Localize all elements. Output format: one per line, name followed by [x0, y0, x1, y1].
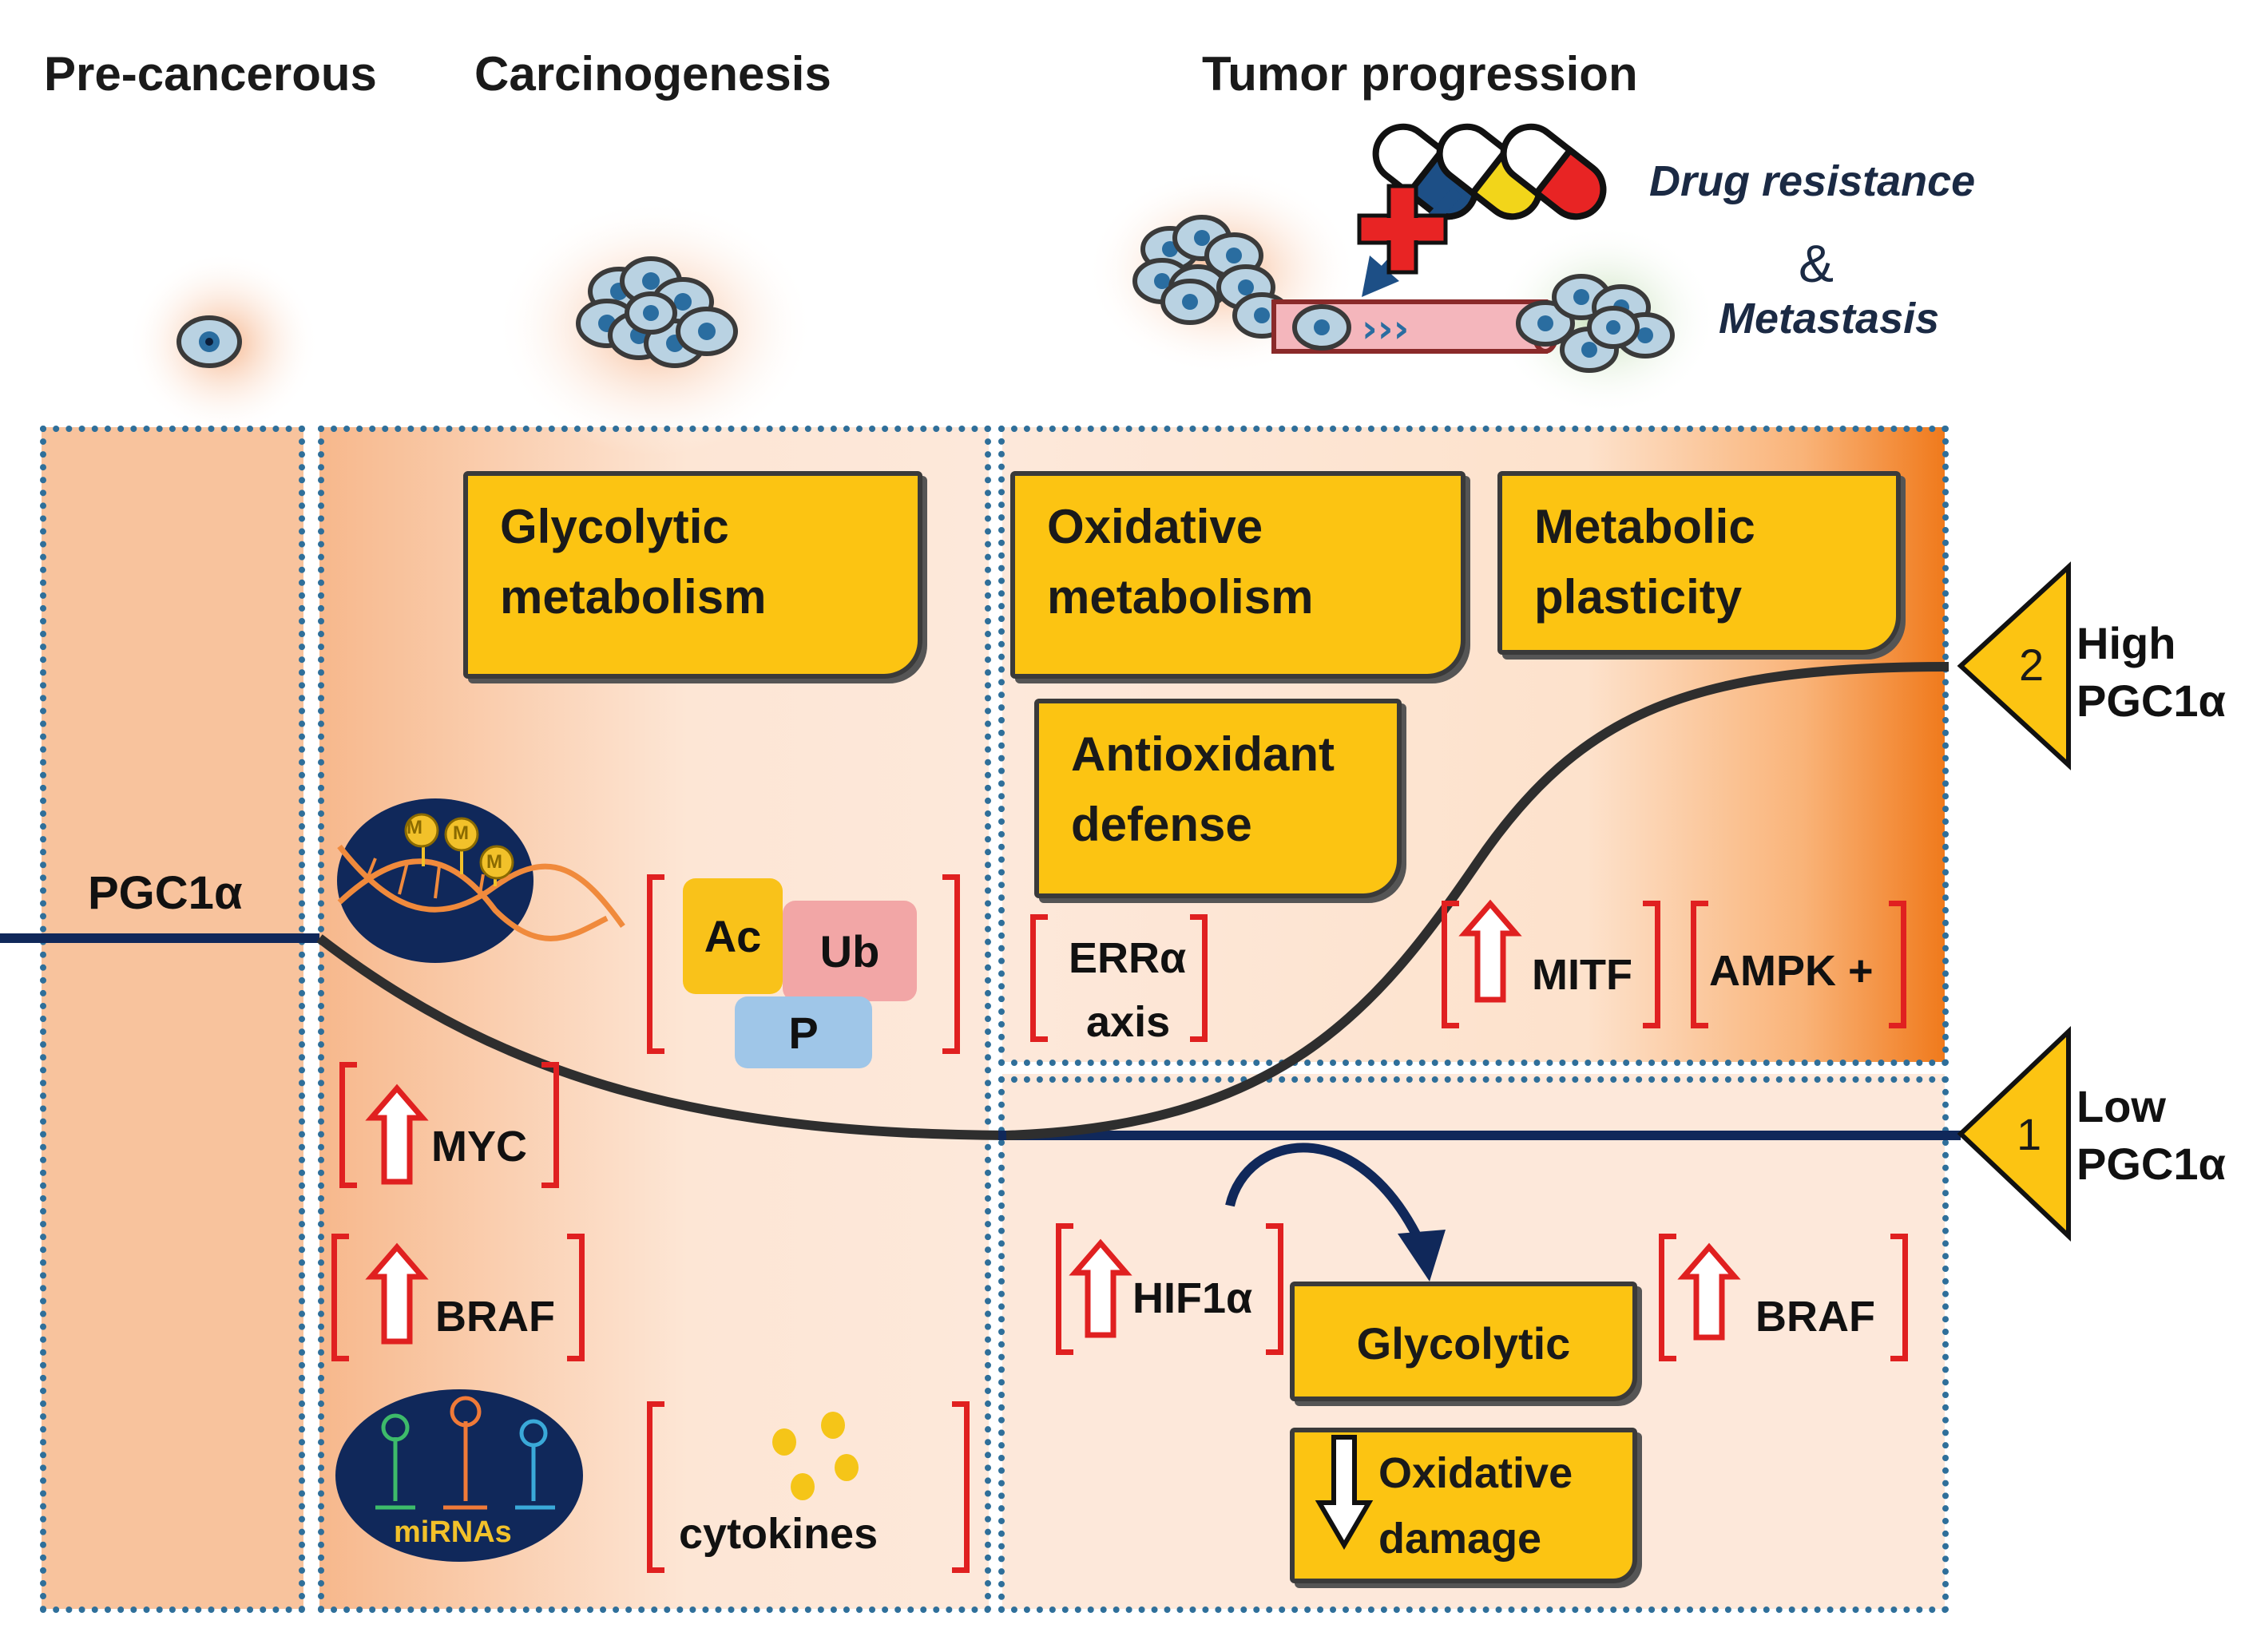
mitf-bracket-right [1643, 901, 1660, 1028]
high-level-triangle-icon [1957, 561, 2071, 771]
mitf-label: MITF [1532, 951, 1632, 999]
high-pgc-label: High PGC1α [2076, 615, 2226, 730]
stage-title-precancerous: Pre-cancerous [44, 47, 377, 101]
methyl-mark-2: M [453, 822, 469, 844]
mitf-bracket-left [1442, 901, 1459, 1028]
braf-bracket-left [331, 1234, 349, 1361]
braf-low-bracket-right [1890, 1234, 1908, 1361]
low-pgc-label-line1: Low [2076, 1081, 2166, 1131]
hif-bracket-right [1266, 1223, 1283, 1355]
erra-label-line1: ERRα [1069, 934, 1187, 982]
braf-low-up-arrow-icon [1677, 1242, 1741, 1341]
braf-low-bracket-left [1659, 1234, 1676, 1361]
oxidative-metabolism-line2: metabolism [1047, 570, 1314, 624]
hif-bracket-left [1056, 1223, 1073, 1355]
single-cell-icon [177, 315, 242, 368]
methyl-mark-3: M [486, 851, 502, 873]
metabolic-plasticity-line2: plasticity [1534, 570, 1743, 624]
cytokines-bracket-left [647, 1401, 664, 1573]
antioxidant-defense-line2: defense [1071, 798, 1252, 851]
metabolic-plasticity-line1: Metabolic [1534, 500, 1755, 553]
blocked-cross-icon [1357, 184, 1448, 275]
mirna-icon [335, 1389, 583, 1562]
erra-axis-label: ERRα axis [1069, 926, 1186, 1054]
glycolytic-metabolism-line2: metabolism [500, 570, 767, 624]
mitf-up-arrow-icon [1458, 899, 1522, 1003]
oxidative-metabolism-box: Oxidative metabolism [1010, 471, 1466, 679]
high-pgc-zone [998, 426, 1949, 1066]
low-level-triangle-icon [1957, 1026, 2071, 1242]
acetylation-chip: Ac [683, 878, 783, 994]
curved-arrow-icon [1225, 1143, 1426, 1248]
stage-title-tumor-progression: Tumor progression [1202, 47, 1638, 101]
mirnas-label: miRNAs [394, 1515, 512, 1549]
ampk-bracket-right [1889, 901, 1906, 1028]
ampk-label: AMPK + [1709, 947, 1874, 995]
braf-bracket-right [567, 1234, 585, 1361]
carcinogenesis-zone [318, 426, 991, 1613]
svg-text:›››: ››› [1362, 307, 1409, 351]
myc-label: MYC [431, 1123, 527, 1171]
low-level-number: 1 [2017, 1109, 2042, 1159]
glycolytic-box: Glycolytic [1290, 1282, 1637, 1401]
braf-low-label: BRAF [1755, 1293, 1875, 1341]
low-pgc-zone [998, 1076, 1949, 1613]
high-pgc-curve [1005, 662, 1949, 1140]
braf-label: BRAF [435, 1293, 555, 1341]
ampk-bracket-left [1691, 901, 1708, 1028]
precancerous-panel-fill [42, 427, 303, 1609]
oxidative-damage-line2: damage [1378, 1515, 1542, 1563]
upregulation-arrows [365, 899, 1741, 1345]
high-pgc-label-line2: PGC1α [2076, 675, 2226, 726]
myc-up-arrow-icon [365, 1084, 429, 1185]
myc-bracket-left [339, 1062, 357, 1188]
ampersand-label: & [1799, 234, 1834, 293]
erra-label-line2: axis [1086, 998, 1171, 1046]
metabolic-plasticity-box: Metabolic plasticity [1497, 471, 1901, 655]
ubiquitination-chip: Ub [783, 901, 917, 1001]
cytokine-dots-icon [772, 1412, 859, 1500]
erra-bracket-right [1190, 914, 1208, 1042]
high-pgc-label-line1: High [2076, 618, 2176, 668]
pgc-line-label: PGC1α [88, 867, 243, 919]
antioxidant-defense-line1: Antioxidant [1071, 727, 1335, 781]
braf-up-arrow-icon [365, 1242, 429, 1345]
cell-cluster-icon [576, 256, 738, 368]
stage-title-carcinogenesis: Carcinogenesis [474, 47, 831, 101]
phosphorylation-chip: P [735, 996, 872, 1068]
cytokines-bracket-right [952, 1401, 970, 1573]
mods-bracket-left [647, 874, 664, 1054]
methyl-mark-1: M [407, 817, 422, 838]
glycolytic-metabolism-line1: Glycolytic [500, 500, 729, 553]
precancerous-zone [40, 426, 305, 1613]
cells-illustration: ››› [177, 123, 1675, 373]
metastasis-cluster-icon [1516, 274, 1675, 373]
oxidative-damage-line1: Oxidative [1378, 1449, 1573, 1497]
erra-bracket-left [1030, 914, 1048, 1042]
dna-methylation-icon [337, 798, 625, 963]
pgc-dip-curve [316, 934, 1007, 1140]
myc-bracket-right [541, 1062, 559, 1188]
drug-resistance-label: Drug resistance [1649, 157, 1976, 205]
hif-up-arrow-icon [1069, 1238, 1132, 1338]
oxidative-metabolism-line1: Oxidative [1047, 500, 1263, 553]
cytokines-label: cytokines [679, 1510, 879, 1558]
glycolytic-box-label: Glycolytic [1356, 1318, 1571, 1369]
glycolytic-metabolism-box: Glycolytic metabolism [463, 471, 922, 679]
mods-bracket-right [942, 874, 960, 1054]
low-pgc-label-line2: PGC1α [2076, 1139, 2226, 1189]
low-pgc-label: Low PGC1α [2076, 1078, 2226, 1193]
down-arrow-icon [1315, 1435, 1374, 1550]
metastasis-label: Metastasis [1719, 295, 1940, 343]
high-level-number: 2 [2019, 640, 2045, 690]
hif-label: HIF1α [1132, 1274, 1253, 1322]
antioxidant-defense-box: Antioxidant defense [1034, 699, 1402, 898]
